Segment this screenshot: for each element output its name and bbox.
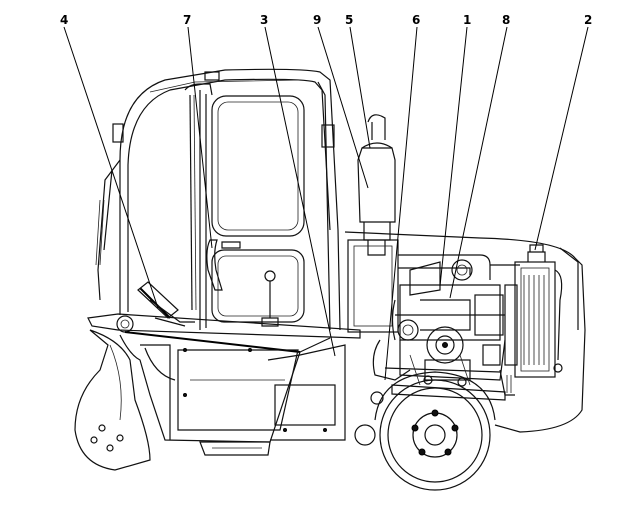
callout-3: 3	[260, 13, 268, 27]
cab-frame	[95, 68, 341, 331]
callout-4: 4	[60, 13, 68, 27]
chassis-body	[87, 313, 361, 456]
leader-3	[264, 26, 336, 357]
muffler	[357, 114, 396, 256]
callout-7: 7	[183, 13, 191, 27]
leader-7	[187, 26, 213, 249]
callout-9: 9	[313, 13, 321, 27]
callout-2: 2	[584, 13, 592, 27]
leader-8	[449, 26, 508, 299]
leader-9	[317, 26, 369, 189]
front-brush	[74, 329, 151, 471]
leader-2	[534, 26, 589, 251]
callout-6: 6	[412, 13, 420, 27]
callout-1: 1	[463, 13, 471, 27]
radiator	[490, 244, 563, 396]
callout-5: 5	[345, 13, 353, 27]
leader-1	[439, 26, 468, 287]
leader-lines	[63, 26, 589, 381]
leader-5	[349, 26, 371, 149]
engine-block	[347, 239, 506, 405]
lever-assembly	[206, 239, 279, 327]
callout-labels: 4 7 3 9 5 6 1 8 2	[60, 13, 592, 27]
leader-4	[63, 26, 159, 309]
steering-assembly	[137, 281, 195, 327]
leader-6	[384, 26, 418, 381]
rear-hood	[344, 231, 586, 433]
skirt-bolts	[183, 348, 327, 432]
callout-8: 8	[502, 13, 510, 27]
